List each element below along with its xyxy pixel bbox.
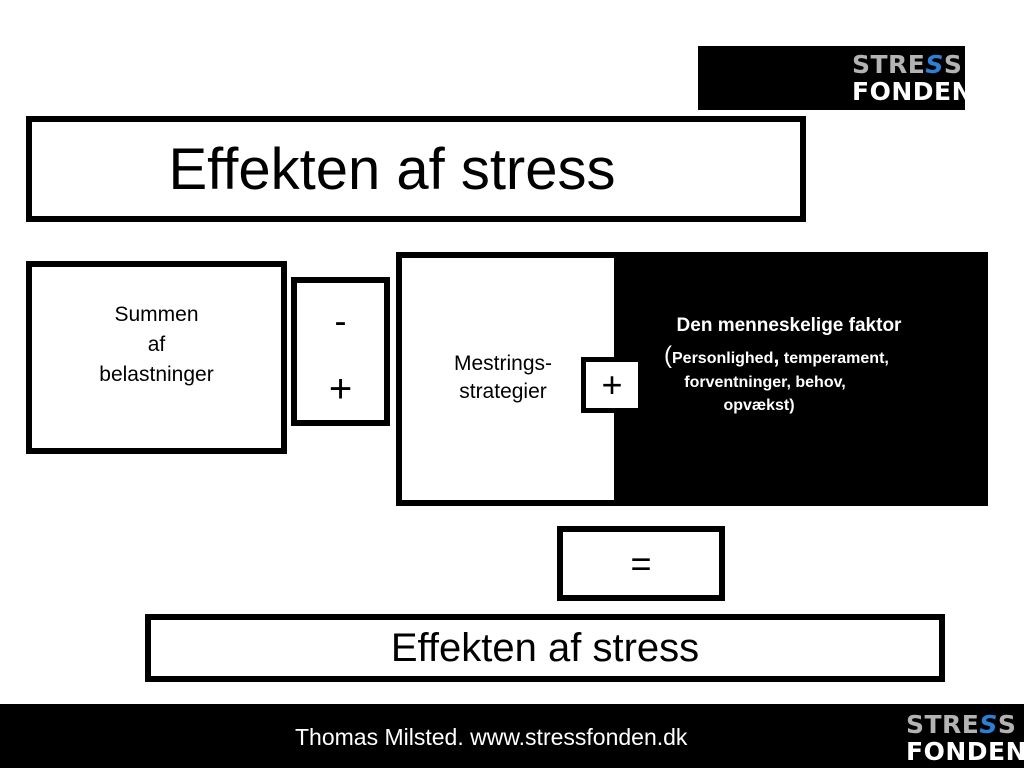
summen-text: Summen af belastninger <box>99 300 213 390</box>
stressfonden-logo-top: STRESS FONDEN <box>698 46 973 110</box>
result-text: Effekten af stress <box>390 625 700 670</box>
operator-minus: - <box>334 300 347 341</box>
faktor-line1: (Personlighed, temperament, <box>664 342 889 370</box>
title-box: Effekten af stress <box>26 116 806 222</box>
mestrings-line2: strategier <box>459 379 547 403</box>
page-title: Effekten af stress <box>168 136 616 202</box>
footer-bar: Thomas Milsted. www.stressfonden.dk STRE… <box>0 704 1024 768</box>
faktor-personlighed: Personlighed <box>672 350 774 367</box>
faktor-heading: Den menneskelige faktor <box>676 315 902 336</box>
operator-plus: + <box>328 367 353 411</box>
menneskelige-faktor-box: Den menneskelige faktor (Personlighed, t… <box>614 252 988 506</box>
mestrings-text: Mestrings- strategier <box>454 350 552 406</box>
equals-box: = <box>557 526 725 601</box>
logo-top-line1: STRESS <box>852 52 962 77</box>
logo-footer-line2: FONDEN <box>906 737 1024 766</box>
summen-line2: af <box>147 332 166 356</box>
plus-connector-box: + <box>581 357 643 413</box>
footer-text: Thomas Milsted. www.stressfonden.dk <box>295 724 688 750</box>
result-box: Effekten af stress <box>145 614 945 682</box>
logo-top-line2: FONDEN <box>852 77 974 106</box>
faktor-line3: opvækst) <box>723 397 795 414</box>
mestrings-line1: Mestrings- <box>454 351 553 375</box>
logo-footer-s-accent: S <box>979 710 998 739</box>
faktor-line2: forventninger, behov, <box>684 374 846 391</box>
logo-top-s: S <box>943 50 963 79</box>
faktor-temperament: temperament, <box>779 350 889 367</box>
logo-footer-s: S <box>997 710 1017 739</box>
equals-sign: = <box>630 542 652 584</box>
logo-footer-stre: STRE <box>906 710 980 739</box>
logo-top-s-accent: S <box>925 50 944 79</box>
summen-line3: belastninger <box>99 362 214 386</box>
logo-top-stre: STRE <box>852 50 926 79</box>
summen-line1: Summen <box>114 302 199 326</box>
logo-footer-line1: STRESS <box>906 712 1016 737</box>
plus-connector: + <box>601 364 623 405</box>
minus-plus-box: - + <box>291 277 390 426</box>
faktor-paren: ( <box>664 342 672 369</box>
stressfonden-logo-footer: STRESS FONDEN <box>906 710 1024 766</box>
summen-box: Summen af belastninger <box>26 261 287 454</box>
faktor-comma: , <box>773 343 780 368</box>
